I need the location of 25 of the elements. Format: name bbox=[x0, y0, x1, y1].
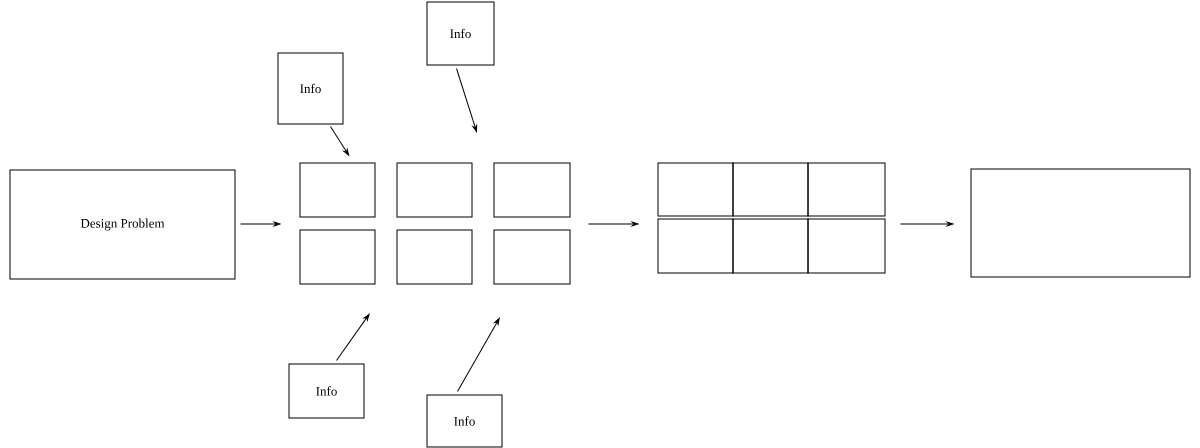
arrow bbox=[588, 221, 639, 227]
empty-box bbox=[396, 162, 473, 218]
arrow bbox=[336, 313, 370, 361]
empty-box bbox=[493, 162, 571, 218]
info-box: Info bbox=[426, 1, 495, 66]
info-box: Info bbox=[277, 52, 344, 125]
empty-box bbox=[970, 168, 1191, 278]
empty-box bbox=[493, 229, 571, 285]
arrow bbox=[457, 317, 500, 392]
empty-box bbox=[732, 218, 809, 274]
empty-box bbox=[299, 162, 376, 218]
empty-box bbox=[807, 162, 886, 217]
empty-box bbox=[657, 218, 734, 274]
process-box: Design Problem bbox=[9, 169, 236, 280]
arrow bbox=[900, 221, 954, 227]
arrow bbox=[240, 221, 281, 227]
arrow bbox=[456, 68, 478, 132]
empty-box bbox=[657, 162, 734, 217]
info-box: Info bbox=[426, 394, 503, 448]
info-box: Info bbox=[288, 363, 365, 419]
empty-box bbox=[807, 218, 886, 274]
empty-box bbox=[299, 229, 376, 285]
empty-box bbox=[396, 229, 473, 285]
arrow bbox=[330, 126, 350, 156]
empty-box bbox=[732, 162, 809, 217]
